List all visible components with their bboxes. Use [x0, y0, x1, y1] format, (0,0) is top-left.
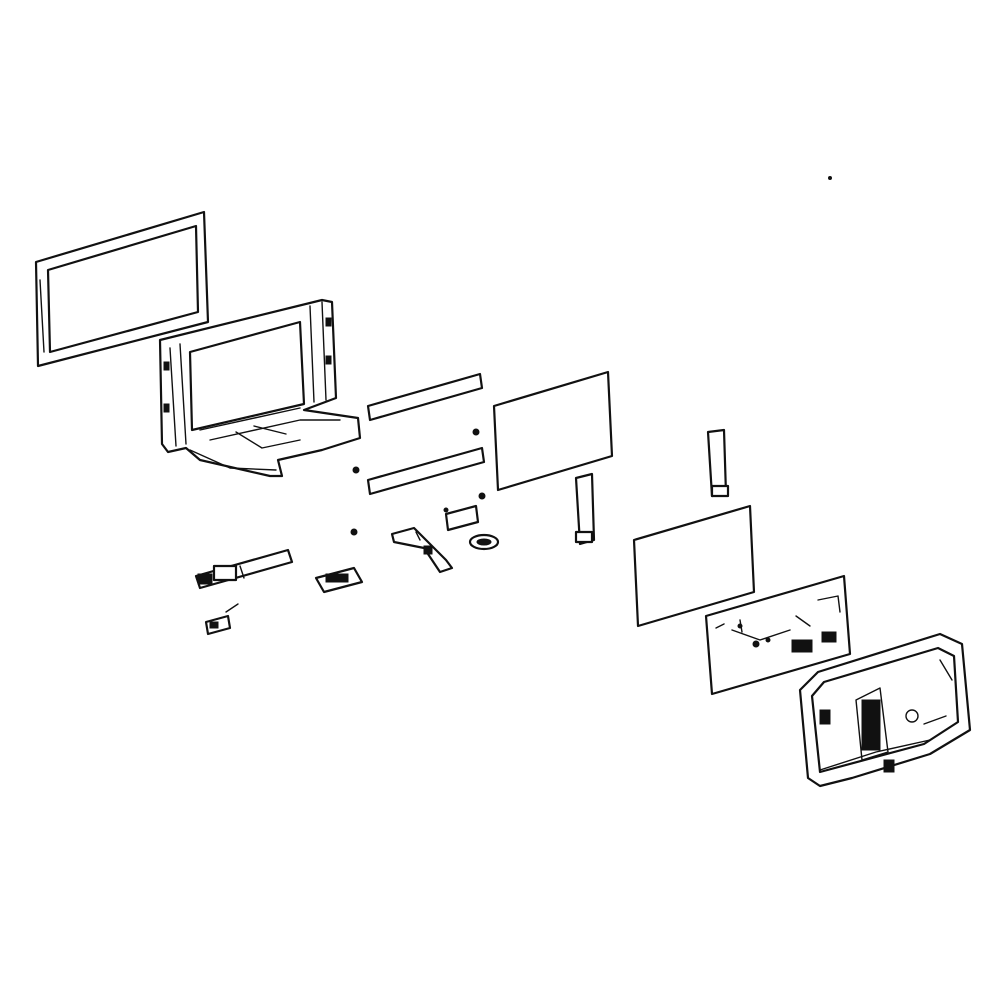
rear-housing	[798, 632, 972, 788]
lcd-panel	[492, 370, 614, 492]
small-bracket	[204, 603, 239, 636]
lcd-ribbon-cable	[574, 472, 596, 546]
small-label-plate	[444, 504, 480, 532]
mounting-screws	[350, 428, 486, 536]
ir-sensor-strip	[390, 526, 454, 574]
stray-dot	[828, 176, 832, 180]
connector-block	[314, 566, 364, 594]
front-bezel	[34, 210, 210, 368]
flex-cable	[706, 428, 730, 498]
control-board	[704, 574, 852, 696]
power-switch-assembly	[194, 548, 294, 590]
backlight-diffuser	[632, 504, 756, 628]
upper-rail	[366, 372, 484, 422]
main-frame-chassis	[158, 298, 362, 478]
button-pad	[468, 533, 500, 551]
lower-rail	[366, 446, 486, 496]
